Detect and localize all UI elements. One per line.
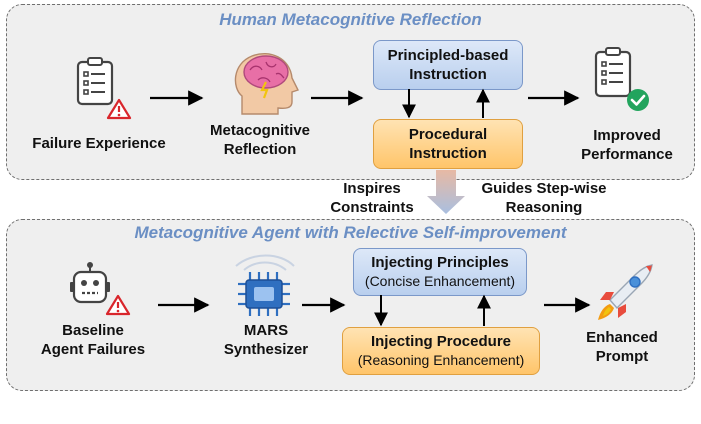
improved-performance-line1: Improved bbox=[593, 127, 661, 144]
principled-instruction-line1: Principled-based bbox=[387, 47, 509, 64]
procedural-instruction-line2: Instruction bbox=[409, 145, 487, 162]
injecting-principles-sub: (Concise Enhancement) bbox=[364, 273, 516, 289]
metacognitive-reflection-line2: Reflection bbox=[223, 141, 297, 158]
baseline-line1: Baseline bbox=[62, 322, 124, 339]
enhanced-line1: Enhanced bbox=[586, 329, 658, 346]
guides-line1: Guides Step-wise bbox=[481, 180, 607, 197]
mars-synthesizer-label: MARS Synthesizer bbox=[206, 321, 326, 359]
baseline-agent-failures-label: Baseline Agent Failures bbox=[28, 321, 158, 359]
metacognitive-reflection-line1: Metacognitive bbox=[209, 122, 311, 139]
injecting-procedure-sub: (Reasoning Enhancement) bbox=[357, 352, 525, 368]
baseline-line2: Agent Failures bbox=[40, 341, 146, 358]
clipboard-check-icon bbox=[594, 47, 649, 111]
procedural-instruction-box: Procedural Instruction bbox=[373, 119, 523, 169]
principled-instruction-box: Principled-based Instruction bbox=[373, 40, 523, 90]
procedural-instruction-line1: Procedural bbox=[408, 126, 488, 143]
big-down-arrow bbox=[427, 170, 465, 214]
guides-line2: Reasoning bbox=[505, 199, 583, 216]
human-reflection-title: Human Metacognitive Reflection bbox=[219, 10, 482, 29]
agent-self-improvement-title: Metacognitive Agent with Relective Self-… bbox=[134, 223, 567, 242]
mars-line2: Synthesizer bbox=[223, 341, 309, 358]
robot-warning-icon bbox=[70, 262, 131, 316]
brain-head-icon bbox=[234, 52, 299, 115]
injecting-principles-title: Injecting Principles bbox=[371, 254, 509, 271]
inspires-constraints-label: Inspires Constraints bbox=[318, 179, 426, 217]
chip-icon bbox=[235, 254, 295, 316]
human-reflection-panel: Human Metacognitive Reflection bbox=[6, 4, 695, 180]
clipboard-warning-icon bbox=[76, 57, 132, 120]
improved-performance-label: Improved Performance bbox=[565, 126, 689, 164]
injecting-principles-box: Injecting Principles (Concise Enhancemen… bbox=[353, 248, 527, 296]
inspires-line2: Constraints bbox=[330, 199, 414, 216]
improved-performance-line2: Performance bbox=[581, 146, 673, 163]
failure-experience-label: Failure Experience bbox=[32, 135, 166, 152]
inspires-line1: Inspires bbox=[343, 180, 401, 197]
enhanced-prompt-label: Enhanced Prompt bbox=[572, 328, 672, 366]
enhanced-line2: Prompt bbox=[595, 348, 649, 365]
mars-line1: MARS bbox=[243, 322, 289, 339]
guides-reasoning-label: Guides Step-wise Reasoning bbox=[460, 179, 628, 217]
injecting-procedure-title: Injecting Procedure bbox=[370, 333, 512, 350]
injecting-procedure-box: Injecting Procedure (Reasoning Enhanceme… bbox=[342, 327, 540, 375]
principled-instruction-line2: Instruction bbox=[409, 66, 487, 83]
rocket-icon bbox=[598, 264, 653, 320]
metacognitive-reflection-label: Metacognitive Reflection bbox=[196, 121, 324, 159]
